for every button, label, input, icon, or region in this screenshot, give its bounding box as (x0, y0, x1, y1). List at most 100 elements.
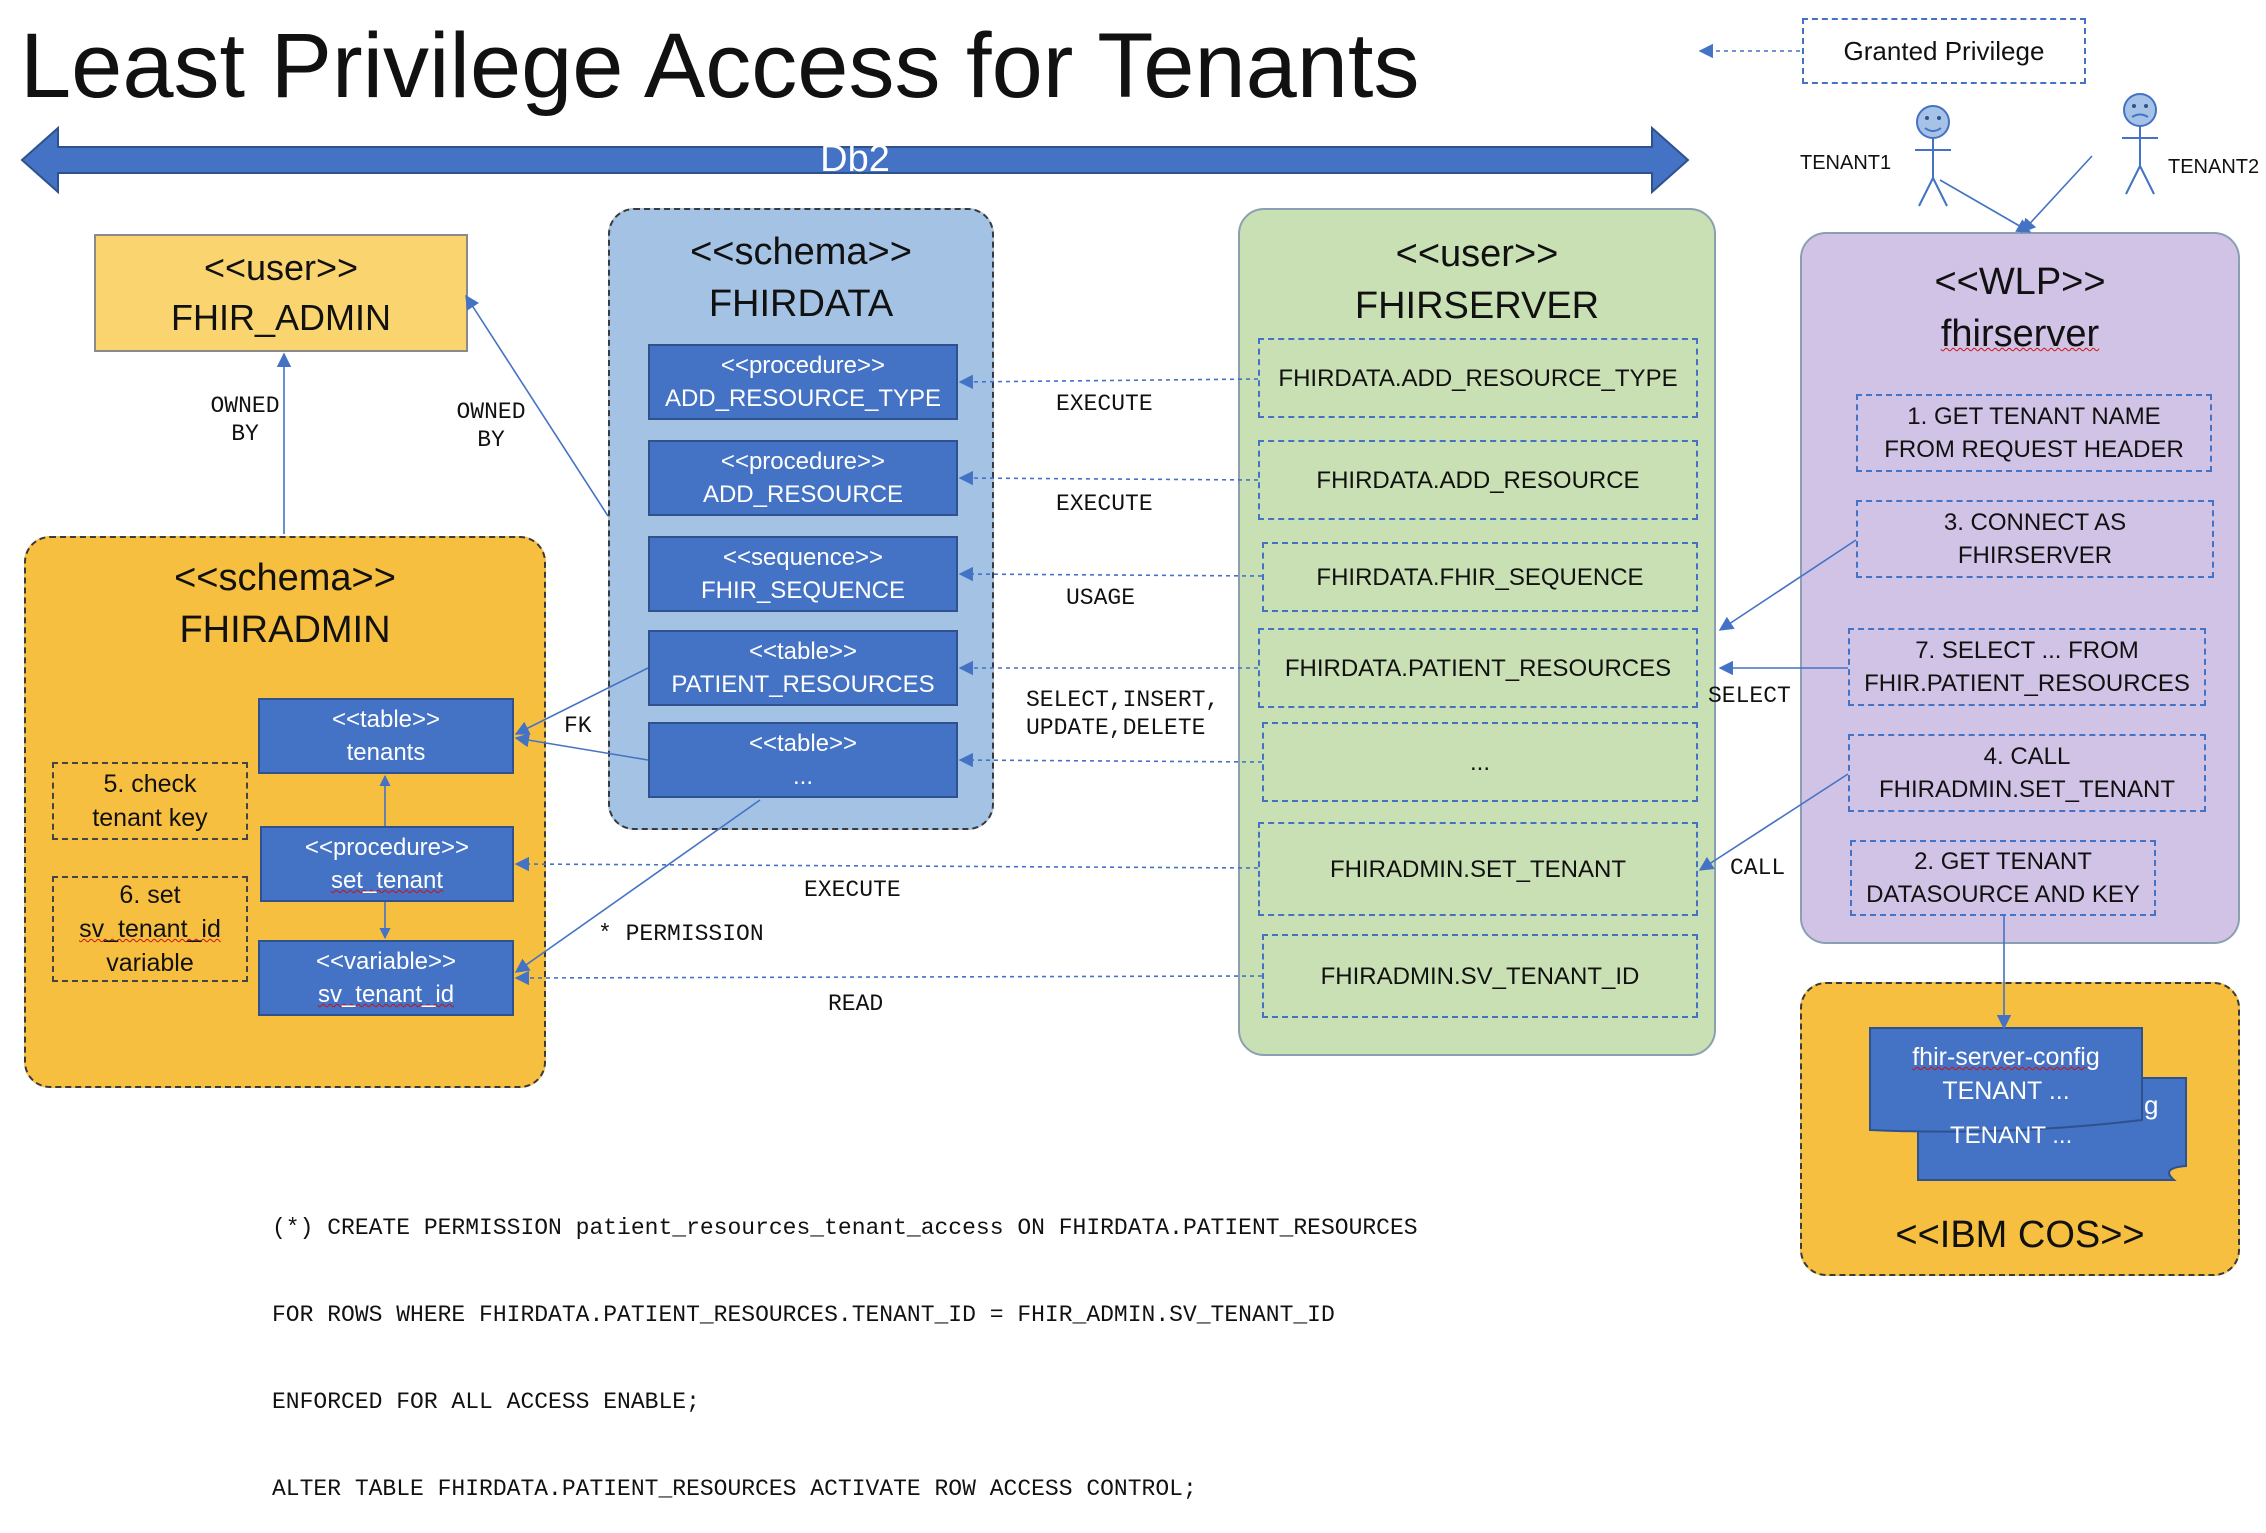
privilege-patient-resources: FHIRDATA.PATIENT_RESOURCES (1258, 628, 1698, 708)
fhirdata-stereotype: <<schema>> (690, 231, 912, 273)
wlp-step-1: 1. GET TENANT NAME FROM REQUEST HEADER (1856, 394, 2212, 472)
page-title: Least Privilege Access for Tenants (20, 15, 1420, 117)
usage-label: USAGE (1066, 585, 1136, 611)
legend-box: Granted Privilege (1802, 18, 2086, 84)
sv-tenant-id-name: sv_tenant_id (317, 981, 455, 1008)
cos-label: <<IBM COS>> (1895, 1214, 2145, 1256)
execute-label-2: EXECUTE (1056, 491, 1153, 517)
note-check-tenant-key: 5. check tenant key (52, 762, 248, 840)
fhirdata-object-add-resource-type: <<procedure>> ADD_RESOURCE_TYPE (648, 344, 958, 420)
wlp-step-7: 7. SELECT ... FROM FHIR.PATIENT_RESOURCE… (1848, 628, 2206, 706)
tenant2-label: TENANT2 (2168, 156, 2260, 178)
owned-label-line2: BY (231, 421, 259, 447)
read-label: READ (828, 991, 884, 1017)
wlp-step-3: 3. CONNECT AS FHIRSERVER (1856, 500, 2214, 578)
fhirdata-object-fhir-sequence: <<sequence>> FHIR_SEQUENCE (648, 536, 958, 612)
fhir-admin-user: <<user>> FHIR_ADMIN (94, 234, 468, 352)
fhirserver-name: FHIRSERVER (1354, 285, 1600, 327)
object-name: ADD_RESOURCE (702, 481, 904, 508)
fhirdata-name: FHIRDATA (708, 283, 894, 325)
step-line1: 1. GET TENANT NAME (1907, 403, 2161, 430)
privilege-add-resource-type: FHIRDATA.ADD_RESOURCE_TYPE (1258, 338, 1698, 418)
fhirdata-object-other-table: <<table>> ... (648, 722, 958, 798)
privilege-fhir-sequence: FHIRDATA.FHIR_SEQUENCE (1262, 542, 1698, 612)
cos-document-label: fhir-server-config TENANT ... (1870, 1040, 2142, 1108)
privilege-label: FHIRDATA.PATIENT_RESOURCES (1284, 654, 1672, 682)
privilege-sv-tenant-id: FHIRADMIN.SV_TENANT_ID (1262, 934, 1698, 1018)
execute-label-1: EXECUTE (1056, 391, 1153, 417)
note-check-line2: tenant key (92, 804, 208, 832)
cos-doc-name: fhir-server-config (1912, 1043, 2100, 1071)
object-name: ADD_RESOURCE_TYPE (664, 385, 942, 412)
privilege-label: FHIRDATA.FHIR_SEQUENCE (1316, 563, 1644, 591)
legend-label: Granted Privilege (1843, 35, 2045, 66)
step-line2: DATASOURCE AND KEY (1866, 881, 2140, 908)
footnote-line: ENFORCED FOR ALL ACCESS ENABLE; (272, 1389, 700, 1415)
privilege-add-resource: FHIRDATA.ADD_RESOURCE (1258, 440, 1698, 520)
step-line1: 4. CALL (1983, 743, 2071, 770)
sv-tenant-id-variable: <<variable>> sv_tenant_id (258, 940, 514, 1016)
execute-label-3: EXECUTE (804, 877, 901, 903)
db2-label: Db2 (820, 138, 890, 180)
step-line2: FHIR.PATIENT_RESOURCES (1864, 670, 2190, 697)
tenants-table-name: tenants (346, 739, 426, 766)
fhirserver-stereotype: <<user>> (1395, 233, 1559, 275)
note-set-variable: 6. set sv_tenant_id variable (52, 876, 248, 982)
set-tenant-procedure: <<procedure>> set_tenant (260, 826, 514, 902)
cos-document-front (1869, 1027, 2143, 1133)
step-line1: 7. SELECT ... FROM (1915, 637, 2139, 664)
privilege-label: FHIRDATA.ADD_RESOURCE (1316, 466, 1640, 494)
note-check-line1: 5. check (103, 770, 197, 798)
cos-documents (1869, 1027, 2187, 1181)
step-line1: 2. GET TENANT (1914, 848, 2092, 875)
note-set-line1: 6. set (119, 881, 181, 909)
footnote-line: FOR ROWS WHERE FHIRDATA.PATIENT_RESOURCE… (272, 1302, 1335, 1328)
step-line2: FHIRADMIN.SET_TENANT (1878, 776, 2175, 803)
object-stereotype: <<table>> (748, 730, 858, 757)
wlp-step-4: 4. CALL FHIRADMIN.SET_TENANT (1848, 734, 2206, 812)
step-line2: FHIRSERVER (1957, 542, 2113, 569)
privilege-label: ... (1469, 748, 1490, 776)
select-insert-label: SELECT,INSERT, UPDATE,DELETE (1026, 686, 1219, 742)
owned-label-line1: OWNED (210, 393, 280, 419)
wlp-stereotype: <<WLP>> (1934, 261, 2106, 303)
tenant1-label: TENANT1 (1800, 152, 1892, 174)
fhiradmin-stereotype: <<schema>> (174, 557, 396, 599)
object-name: ... (792, 763, 813, 790)
object-stereotype: <<procedure>> (720, 448, 886, 475)
tenants-table-stereotype: <<table>> (331, 706, 441, 733)
note-set-line3: variable (106, 949, 194, 977)
privilege-other: ... (1262, 722, 1698, 802)
owned-by-label-1: OWNED BY (200, 392, 290, 448)
set-tenant-name: set_tenant (330, 867, 444, 894)
select-label: SELECT (1708, 683, 1791, 709)
tenants-table: <<table>> tenants (258, 698, 514, 774)
footnote-line: ALTER TABLE FHIRDATA.PATIENT_RESOURCES A… (272, 1476, 1197, 1502)
privilege-label: FHIRADMIN.SET_TENANT (1329, 855, 1626, 883)
wlp-step-2: 2. GET TENANT DATASOURCE AND KEY (1850, 840, 2156, 916)
select-insert-line1: SELECT,INSERT, (1026, 687, 1220, 713)
privilege-label: FHIRDATA.ADD_RESOURCE_TYPE (1278, 364, 1678, 392)
set-tenant-stereotype: <<procedure>> (304, 834, 470, 861)
fhirdata-object-patient-resources: <<table>> PATIENT_RESOURCES (648, 630, 958, 706)
object-stereotype: <<table>> (748, 638, 858, 665)
fhirdata-object-add-resource: <<procedure>> ADD_RESOURCE (648, 440, 958, 516)
object-name: PATIENT_RESOURCES (671, 671, 935, 698)
privilege-set-tenant: FHIRADMIN.SET_TENANT (1258, 822, 1698, 916)
fhiradmin-name: FHIRADMIN (179, 609, 391, 651)
db2-arrow (20, 125, 1690, 195)
footnote-line: (*) CREATE PERMISSION patient_resources_… (272, 1215, 1418, 1241)
object-stereotype: <<sequence>> (722, 544, 884, 571)
cos-doc-tenant: TENANT ... (1942, 1077, 2070, 1105)
privilege-label: FHIRADMIN.SV_TENANT_ID (1320, 962, 1640, 990)
step-line1: 3. CONNECT AS (1943, 509, 2127, 536)
sv-tenant-id-stereotype: <<variable>> (315, 948, 457, 975)
object-stereotype: <<procedure>> (720, 352, 886, 379)
object-name: FHIR_SEQUENCE (700, 577, 906, 604)
step-line2: FROM REQUEST HEADER (1884, 436, 2184, 463)
cos-back-doc-fragment: g (2144, 1090, 2159, 1120)
wlp-name: fhirserver (1940, 313, 2100, 355)
tenant2-figure (2122, 93, 2158, 195)
cos-back-doc-tenant: TENANT ... (1950, 1122, 2073, 1149)
note-set-line2: sv_tenant_id (79, 915, 221, 943)
